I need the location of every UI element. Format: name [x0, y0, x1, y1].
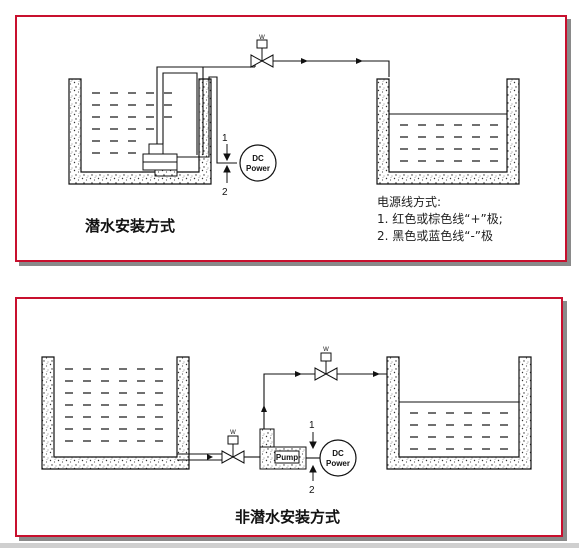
terminal-arrows [223, 144, 231, 183]
dc-label: DC [332, 449, 344, 458]
submersible-panel: 1 2 DC Power W [15, 15, 567, 262]
non-submersible-diagram: W Pump W [41, 347, 532, 496]
wire-label-positive: 1 [309, 420, 315, 431]
source-tank [68, 78, 212, 185]
power-wire-notes: 电源线方式: 1. 红色或棕色线“+”极; 2. 黑色或蓝色线“-”极 [377, 194, 503, 245]
valve-icon: W [250, 35, 274, 68]
dc-power-supply: DC Power [239, 144, 277, 182]
outlet-flow-arrow-2 [373, 371, 380, 377]
inlet-pipe [177, 453, 260, 461]
wire-label-negative: 2 [222, 187, 228, 198]
valve-label: W [259, 35, 265, 41]
water-lines [92, 92, 172, 154]
power-label: Power [246, 164, 270, 173]
water-lines [410, 412, 508, 450]
non-submersible-panel: W Pump W [15, 297, 563, 537]
water-lines [400, 124, 498, 162]
inlet-valve-icon: W [221, 430, 245, 464]
pump-label: Pump [276, 453, 298, 462]
water-lines [65, 368, 163, 442]
external-pump: Pump [259, 428, 307, 470]
non-submersible-title: 非潜水安装方式 [235, 508, 341, 526]
outlet-pipe [263, 373, 387, 429]
dc-label: DC [252, 154, 264, 163]
outlet-up-arrow [261, 405, 267, 412]
outlet-pipe [156, 60, 390, 155]
submersible-pump [142, 143, 178, 177]
inlet-valve-label: W [230, 430, 236, 436]
wire-label-negative: 2 [309, 485, 315, 496]
dc-power-supply: DC Power [319, 439, 357, 477]
wire-label-positive: 1 [222, 133, 228, 144]
flow-arrows [301, 58, 363, 64]
notes-line-2: 2. 黑色或蓝色线“-”极 [377, 229, 494, 243]
bottom-strip [0, 543, 579, 548]
submersible-diagram: 1 2 DC Power W [68, 35, 520, 198]
outlet-valve-label: W [323, 347, 329, 353]
destination-tank [386, 356, 532, 470]
power-cable [177, 76, 237, 164]
destination-tank [376, 78, 520, 185]
submersible-title: 潜水安装方式 [85, 217, 176, 235]
terminal-arrows [309, 432, 317, 481]
inlet-flow-arrow [207, 454, 213, 460]
notes-line-1: 1. 红色或棕色线“+”极; [377, 212, 503, 226]
outlet-flow-arrow [295, 371, 302, 377]
source-tank [41, 356, 190, 470]
power-label: Power [326, 459, 350, 468]
outlet-valve-icon: W [314, 347, 338, 381]
notes-heading: 电源线方式: [377, 195, 442, 209]
